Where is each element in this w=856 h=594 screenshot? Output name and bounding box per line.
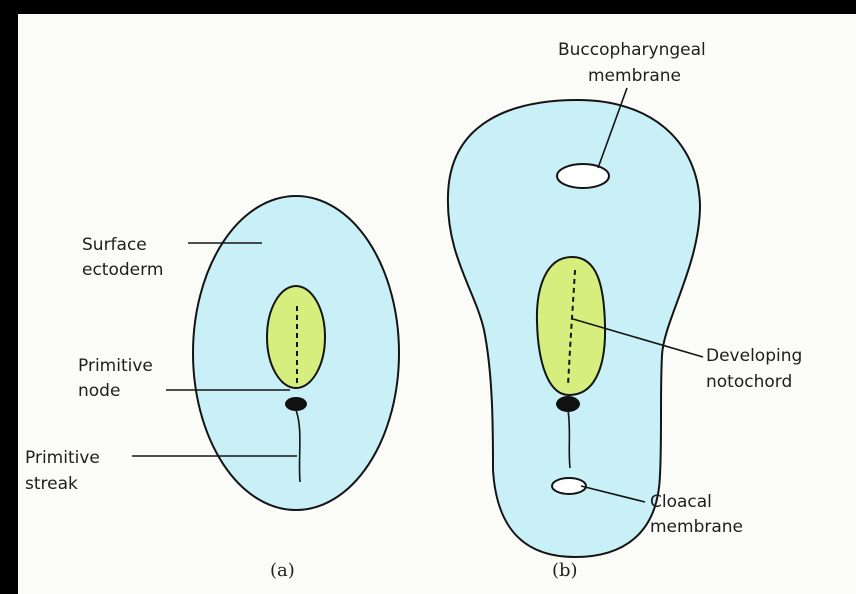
label-primitive-streak-2: streak: [25, 474, 78, 494]
label-ectoderm: ectoderm: [82, 260, 163, 280]
label-primitive-node-2: node: [78, 381, 120, 401]
label-notochord: notochord: [706, 372, 792, 392]
panel-a: Surface ectoderm Primitive node Primitiv…: [25, 196, 399, 581]
label-cloacal: Cloacal: [650, 492, 712, 512]
primitive-node-a: [285, 397, 307, 411]
primitive-node-b: [556, 396, 580, 412]
label-primitive-streak-1: Primitive: [25, 448, 100, 468]
panel-b: Buccopharyngeal membrane Developing noto…: [448, 40, 802, 581]
buccopharyngeal-membrane: [557, 164, 609, 188]
caption-b: (b): [552, 560, 578, 581]
label-developing: Developing: [706, 346, 802, 366]
label-buccopharyngeal-1: Buccopharyngeal: [558, 40, 706, 60]
label-primitive-node-1: Primitive: [78, 356, 153, 376]
label-surface: Surface: [82, 235, 147, 255]
label-cloacal-membrane: membrane: [650, 517, 743, 537]
caption-a: (a): [270, 560, 295, 581]
cloacal-membrane: [552, 478, 586, 494]
label-buccopharyngeal-2: membrane: [588, 66, 681, 86]
